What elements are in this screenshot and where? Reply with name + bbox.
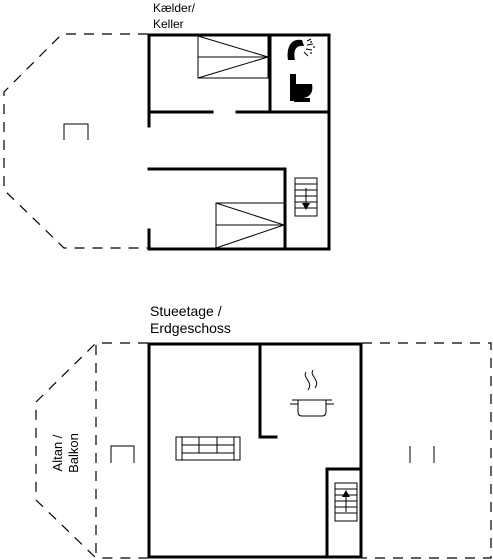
ground-floor-label-line2: Erdgeschoss — [150, 320, 231, 336]
basement-label-line2: Keller — [153, 17, 184, 31]
balcony-outline — [35, 342, 148, 559]
basement-terrace-outline — [3, 33, 148, 249]
terrace-outline — [362, 342, 492, 559]
balcony-bracket-symbol — [110, 445, 135, 463]
ground-floor-label: Stueetage / Erdgeschoss — [150, 303, 231, 337]
stairs-down-icon — [294, 177, 318, 217]
ground-floor-plan — [35, 342, 492, 559]
ground-floor-label-line1: Stueetage / — [150, 303, 222, 319]
balcony-label-line1: Altan / — [50, 434, 65, 472]
toilet-icon — [290, 74, 313, 102]
shower-icon — [287, 38, 315, 60]
basement-wall-left-upper — [147, 33, 331, 251]
basement-label-line1: Kælder/ — [153, 1, 196, 15]
basement-bracket-symbol — [63, 123, 89, 140]
basement-label: Kælder/ Keller — [153, 0, 195, 32]
basement-plan — [3, 33, 331, 251]
sofa-icon — [175, 436, 241, 461]
kitchen-wall — [258, 342, 278, 439]
balcony-label: Altan / Balkon — [50, 433, 82, 473]
ground-outer-walls — [147, 342, 363, 559]
stairs-up-icon — [334, 482, 358, 522]
cooking-pot-icon — [290, 369, 334, 417]
bed-icon — [197, 35, 269, 79]
bed-icon — [215, 202, 285, 249]
balcony-label-line2: Balkon — [66, 433, 81, 473]
stair-wall — [325, 467, 363, 559]
